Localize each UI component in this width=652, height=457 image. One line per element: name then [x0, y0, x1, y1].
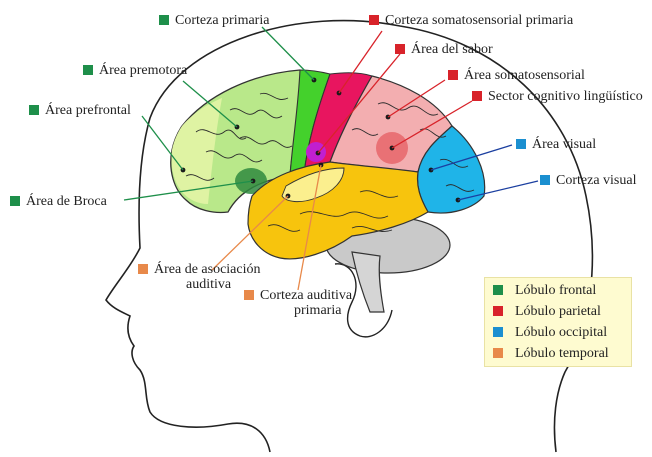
- legend-item-occipital: Lóbulo occipital: [493, 325, 607, 341]
- brainstem: [352, 252, 384, 312]
- label-corteza-visual: Corteza visual: [540, 173, 636, 188]
- legend: Lóbulo frontal Lóbulo parietal Lóbulo oc…: [484, 277, 632, 367]
- blue-square-icon: [493, 327, 503, 337]
- label-area-visual: Área visual: [516, 137, 596, 152]
- red-square-icon: [395, 44, 405, 54]
- label-corteza-somatosensorial-primaria: Corteza somatosensorial primaria: [369, 13, 573, 28]
- green-square-icon: [10, 196, 20, 206]
- label-area-del-sabor: Área del sabor: [395, 42, 493, 57]
- label-corteza-auditiva-primaria: Corteza auditiva primaria: [244, 288, 352, 318]
- red-square-icon: [448, 70, 458, 80]
- red-square-icon: [472, 91, 482, 101]
- green-square-icon: [493, 285, 503, 295]
- blue-square-icon: [516, 139, 526, 149]
- label-corteza-primaria: Corteza primaria: [159, 13, 269, 28]
- orange-square-icon: [138, 264, 148, 274]
- legend-item-frontal: Lóbulo frontal: [493, 283, 596, 299]
- label-area-prefrontal: Área prefrontal: [29, 103, 131, 118]
- label-area-de-broca: Área de Broca: [10, 194, 107, 209]
- green-square-icon: [29, 105, 39, 115]
- blue-square-icon: [540, 175, 550, 185]
- red-square-icon: [369, 15, 379, 25]
- legend-item-temporal: Lóbulo temporal: [493, 346, 609, 362]
- green-square-icon: [159, 15, 169, 25]
- red-square-icon: [493, 306, 503, 316]
- green-square-icon: [83, 65, 93, 75]
- orange-square-icon: [493, 348, 503, 358]
- label-area-premotora: Área premotora: [83, 63, 187, 78]
- label-area-somatosensorial: Área somatosensorial: [448, 68, 585, 83]
- label-sector-cognitivo: Sector cognitivo lingüístico: [472, 89, 643, 104]
- orange-square-icon: [244, 290, 254, 300]
- legend-item-parietal: Lóbulo parietal: [493, 304, 601, 320]
- label-area-asociacion-auditiva: Área de asociación auditiva: [138, 262, 261, 292]
